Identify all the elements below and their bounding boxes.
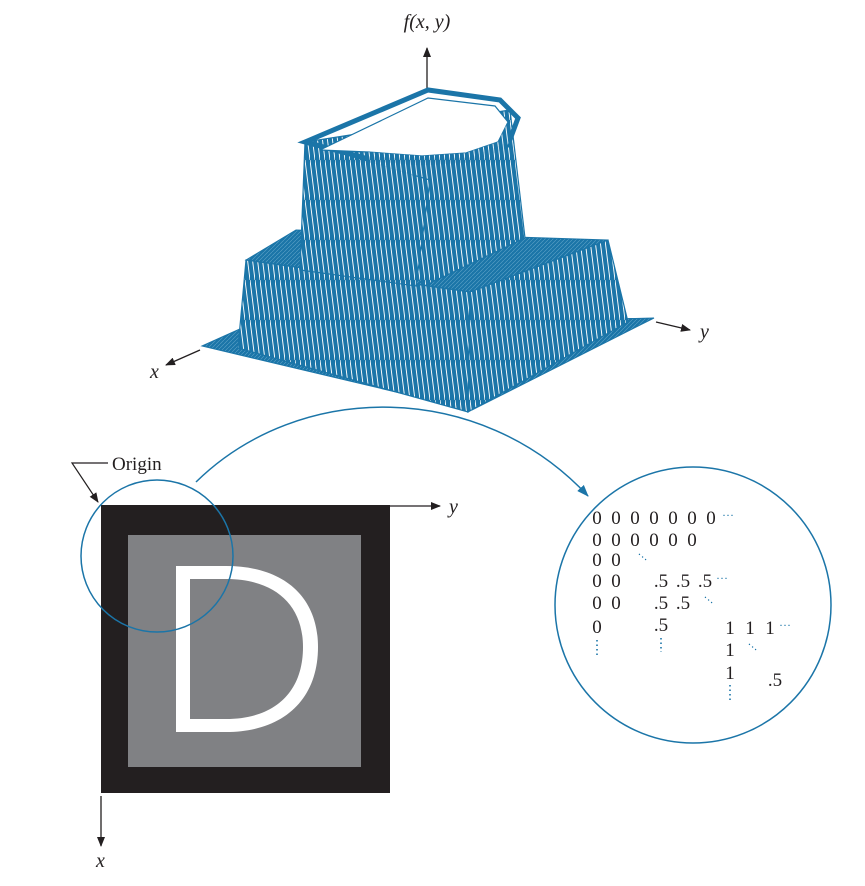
- matrix-cell: 1: [745, 618, 755, 639]
- origin-leader: [70, 462, 108, 503]
- matrix-cell: 0: [592, 617, 602, 638]
- matrix-ellipsis: ···: [722, 508, 734, 522]
- matrix-cell: .5: [768, 670, 782, 691]
- surface-top-inner: [319, 97, 509, 157]
- matrix-ellipsis: ···: [743, 638, 761, 656]
- matrix-cell: 0: [592, 530, 602, 551]
- matrix-ellipsis: ···: [779, 618, 791, 632]
- matrix-cell: 0: [668, 530, 678, 551]
- matrix-cell: .5: [698, 571, 712, 592]
- image-x-axis-label: x: [95, 850, 105, 872]
- x-axis-arrow-3d: [165, 349, 201, 366]
- matrix-cell: 1: [725, 618, 735, 639]
- matrix-cell: .5: [654, 615, 668, 636]
- matrix-cell: 0: [592, 571, 602, 592]
- matrix-cell: 0: [630, 508, 640, 529]
- matrix-cell: .5: [676, 593, 690, 614]
- zoom-target-circle: [554, 466, 832, 744]
- surface-plot: f(x, y) x y: [149, 11, 709, 414]
- matrix-cell: 0: [649, 508, 659, 529]
- matrix-cell: 0: [611, 508, 621, 529]
- matrix-ellipsis: ···: [716, 571, 728, 585]
- matrix-cell: 0: [668, 508, 678, 529]
- matrix-zoom: 0 0 0 0 0 0 0 ··· 0 0 0 0 0 0 0 0 ··· 0 …: [554, 466, 832, 744]
- x-axis-label-3d: x: [149, 361, 159, 383]
- y-axis-label-3d: y: [698, 321, 709, 343]
- origin-label: Origin: [112, 454, 162, 475]
- matrix-cell: 0: [592, 508, 602, 529]
- matrix-cell: 0: [687, 508, 697, 529]
- z-axis-label: f(x, y): [404, 11, 451, 33]
- matrix-cell: 0: [630, 530, 640, 551]
- matrix-cell: 1: [725, 663, 735, 684]
- matrix-cell: .5: [676, 571, 690, 592]
- matrix-cell: .5: [654, 593, 668, 614]
- y-axis-arrow-3d: [655, 321, 691, 332]
- matrix-cell: .5: [654, 571, 668, 592]
- matrix-cell: 0: [611, 530, 621, 551]
- matrix-cell: 0: [706, 508, 716, 529]
- matrix-cell: 1: [765, 618, 775, 639]
- zoom-connector-arc: [195, 406, 589, 497]
- surface-top-inner-wall: [368, 122, 510, 176]
- zoom-source-circle: [80, 479, 234, 633]
- surface-middle-front-right: [467, 239, 629, 414]
- matrix-cell: 0: [611, 593, 621, 614]
- matrix-ellipsis: ···: [699, 591, 717, 609]
- image-y-axis-label: y: [447, 496, 458, 518]
- matrix-cell: 0: [687, 530, 697, 551]
- matrix-cell: 1: [725, 640, 735, 661]
- matrix-cell: 0: [592, 550, 602, 571]
- matrix-cell: 0: [611, 571, 621, 592]
- matrix-cell: 0: [592, 593, 602, 614]
- image-panel: y x Origin: [70, 454, 458, 872]
- matrix-cell: 0: [611, 550, 621, 571]
- matrix-cell: 0: [649, 530, 659, 551]
